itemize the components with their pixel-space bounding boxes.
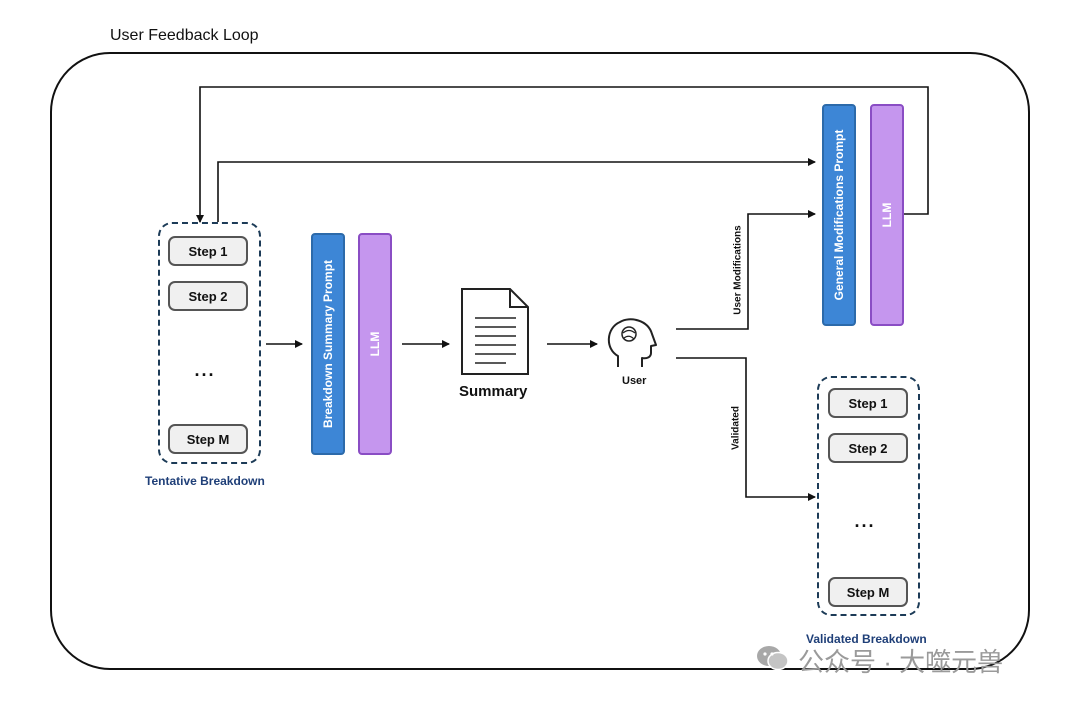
user-modifications-label: User Modifications <box>732 225 744 315</box>
breakdown-summary-prompt-label: Breakdown Summary Prompt <box>321 259 335 429</box>
validated-ellipsis: ... <box>854 511 876 531</box>
tentative-ellipsis: ... <box>194 360 216 380</box>
diagram-title: User Feedback Loop <box>110 27 259 44</box>
general-modifications-prompt-bar <box>822 104 856 326</box>
breakdown-summary-prompt-bar <box>311 233 345 455</box>
arrow-llm-feedback-loop <box>196 86 929 223</box>
arrow-user-modifications <box>676 210 816 330</box>
arrow-tentative-to-mod-prompt <box>217 158 816 222</box>
validated-step-2: Step 2 <box>828 433 908 463</box>
general-modifications-prompt-label: General Modifications Prompt <box>832 129 846 301</box>
validated-breakdown-caption: Validated Breakdown <box>806 632 927 646</box>
llm-bar-2 <box>870 104 904 326</box>
tentative-breakdown-caption: Tentative Breakdown <box>145 474 265 488</box>
document-icon <box>461 288 529 375</box>
arrow-user-validated <box>676 357 816 501</box>
llm-label-2: LLM <box>880 202 894 228</box>
watermark-text: 公众号 · 大噬元兽 <box>798 647 1004 677</box>
validated-step-m: Step M <box>828 577 908 607</box>
tentative-step-1: Step 1 <box>168 236 248 266</box>
wechat-icon <box>757 646 789 671</box>
validated-step-1: Step 1 <box>828 388 908 418</box>
validated-label: Validated <box>730 406 742 450</box>
summary-label: Summary <box>459 383 528 400</box>
llm-bar-1 <box>358 233 392 455</box>
tentative-breakdown-group <box>158 222 261 464</box>
user-head-icon <box>607 318 657 367</box>
feedback-loop-frame <box>50 52 1030 670</box>
user-label: User <box>622 375 647 387</box>
llm-label-1: LLM <box>368 331 382 357</box>
validated-breakdown-group <box>817 376 920 616</box>
tentative-step-m: Step M <box>168 424 248 454</box>
tentative-step-2: Step 2 <box>168 281 248 311</box>
